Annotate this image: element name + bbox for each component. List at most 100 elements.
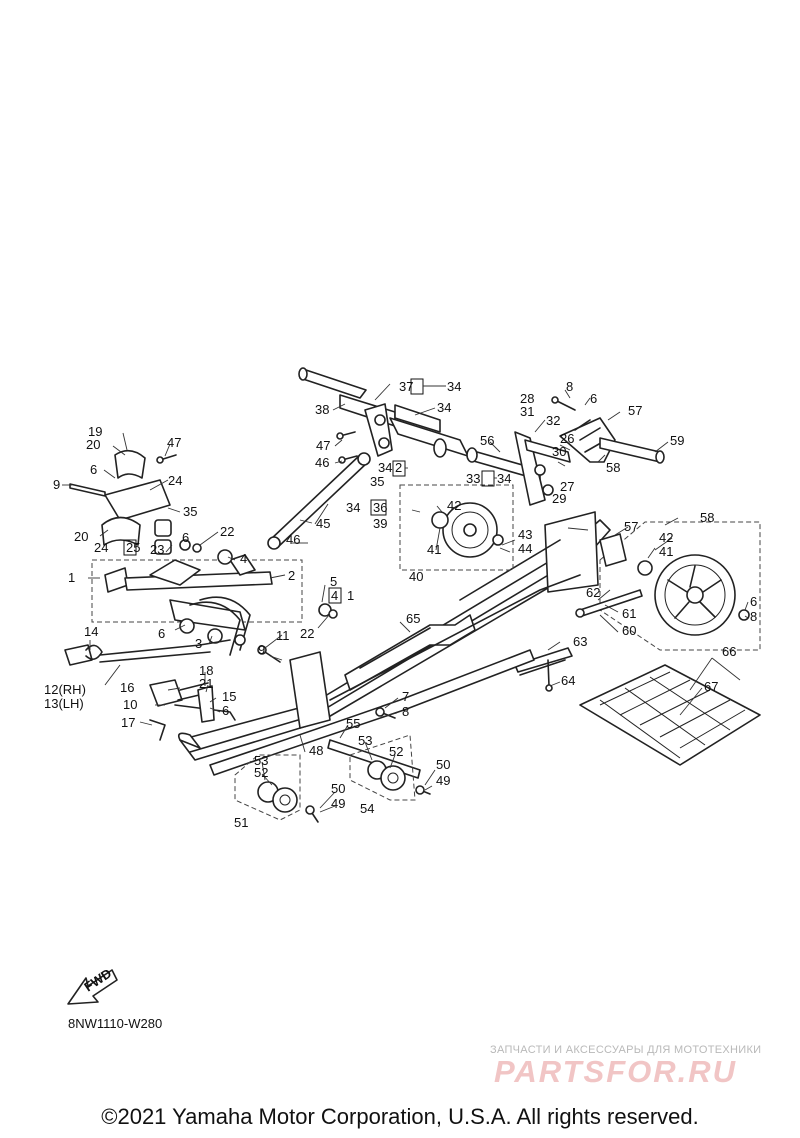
callout-41: 41 <box>659 544 673 559</box>
callout-34: 34 <box>378 460 392 475</box>
callout-8: 8 <box>566 379 573 394</box>
callout-56: 56 <box>480 433 494 448</box>
callout-59: 59 <box>670 433 684 448</box>
callout-61: 61 <box>622 606 636 621</box>
callout-16: 16 <box>120 680 134 695</box>
callout-1: 1 <box>347 588 354 603</box>
callout-20: 20 <box>86 437 100 452</box>
callout-32: 32 <box>546 413 560 428</box>
callout-47: 47 <box>167 435 181 450</box>
callout-6: 6 <box>158 626 165 641</box>
callout-4: 4 <box>331 588 338 603</box>
fasteners <box>156 396 576 823</box>
track-clip <box>579 664 761 766</box>
callout-34: 34 <box>346 500 360 515</box>
callout-53: 53 <box>254 753 268 768</box>
callout-30: 30 <box>552 444 566 459</box>
callout-3: 3 <box>195 636 202 651</box>
upper-shaft-assembly <box>298 367 469 458</box>
callout-25: 25 <box>126 540 140 555</box>
bogie-wheels-rear <box>327 734 421 801</box>
callout-21: 21 <box>199 676 213 691</box>
callout-6: 6 <box>90 462 97 477</box>
callout-42: 42 <box>659 530 673 545</box>
callout-6: 6 <box>750 594 757 609</box>
callout-31: 31 <box>520 404 534 419</box>
callout-35: 35 <box>183 504 197 519</box>
callout-58: 58 <box>606 460 620 475</box>
callout-44: 44 <box>518 541 532 556</box>
callout-34: 34 <box>437 400 451 415</box>
callout-14: 14 <box>84 624 98 639</box>
callout-24: 24 <box>168 473 182 488</box>
callout-5: 5 <box>330 574 337 589</box>
callout-15: 15 <box>222 689 236 704</box>
callout-34: 34 <box>447 379 461 394</box>
callout-9: 9 <box>258 642 265 657</box>
callout-52: 52 <box>389 744 403 759</box>
slide-rail-assembly <box>177 511 611 761</box>
link-rod-45 <box>267 452 371 550</box>
watermark-subtitle: ЗАПЧАСТИ И АКСЕССУАРЫ ДЛЯ МОТОТЕХНИКИ <box>490 1044 762 1056</box>
callout-37: 37 <box>399 379 413 394</box>
callout-6: 6 <box>222 703 229 718</box>
callout-46: 46 <box>315 455 329 470</box>
callout-12-rh: 12(RH) <box>44 682 86 697</box>
callout-43: 43 <box>518 527 532 542</box>
callout-boxes <box>123 378 497 604</box>
callout-labels: 37 34 38 34 8 28 6 31 57 32 19 47 20 47 … <box>44 379 757 830</box>
callout-58: 58 <box>700 510 714 525</box>
callout-45: 45 <box>316 516 330 531</box>
callout-49: 49 <box>331 796 345 811</box>
callout-67: 67 <box>704 679 718 694</box>
leader-lines <box>62 383 749 813</box>
callout-40: 40 <box>409 569 423 584</box>
rear-arm-assembly <box>466 417 665 506</box>
callout-22: 22 <box>220 524 234 539</box>
callout-66: 66 <box>722 644 736 659</box>
rear-axle-bolt <box>575 589 643 618</box>
front-arm-bracket <box>69 449 202 555</box>
callout-60: 60 <box>622 623 636 638</box>
callout-49: 49 <box>436 773 450 788</box>
callout-42: 42 <box>447 498 461 513</box>
fwd-arrow-icon: FWD <box>67 965 118 1005</box>
callout-64: 64 <box>561 673 575 688</box>
rear-pivot-block <box>149 679 236 741</box>
callout-6: 6 <box>182 530 189 545</box>
callout-63: 63 <box>573 634 587 649</box>
callout-53: 53 <box>358 733 372 748</box>
callout-4: 4 <box>240 551 247 566</box>
callout-33: 33 <box>466 471 480 486</box>
callout-10: 10 <box>123 697 137 712</box>
idler-wheel-large <box>599 521 761 651</box>
callout-28: 28 <box>520 391 534 406</box>
slider-63 <box>209 647 573 776</box>
callout-17: 17 <box>121 715 135 730</box>
callout-19: 19 <box>88 424 102 439</box>
callout-50: 50 <box>331 781 345 796</box>
callout-11: 11 <box>276 628 290 643</box>
callout-18: 18 <box>199 663 213 678</box>
diagram-code: 8NW1110-W280 <box>68 1016 163 1031</box>
callout-57: 57 <box>628 403 642 418</box>
callout-2: 2 <box>288 568 295 583</box>
callout-27: 27 <box>560 479 574 494</box>
callout-8: 8 <box>750 609 757 624</box>
front-suspension-arm <box>91 554 303 656</box>
callout-51: 51 <box>234 815 248 830</box>
callout-50: 50 <box>436 757 450 772</box>
copyright-notice: ©2021 Yamaha Motor Corporation, U.S.A. A… <box>101 1104 699 1129</box>
callout-46: 46 <box>286 532 300 547</box>
callout-52: 52 <box>254 765 268 780</box>
callout-8: 8 <box>402 704 409 719</box>
callout-47: 47 <box>316 438 330 453</box>
callout-13-lh: 13(LH) <box>44 696 84 711</box>
bogie-wheels-front <box>234 754 301 821</box>
callout-24: 24 <box>94 540 108 555</box>
watermark-logo: PARTSFOR.RU <box>494 1054 738 1089</box>
callout-20: 20 <box>74 529 88 544</box>
callout-38: 38 <box>315 402 329 417</box>
